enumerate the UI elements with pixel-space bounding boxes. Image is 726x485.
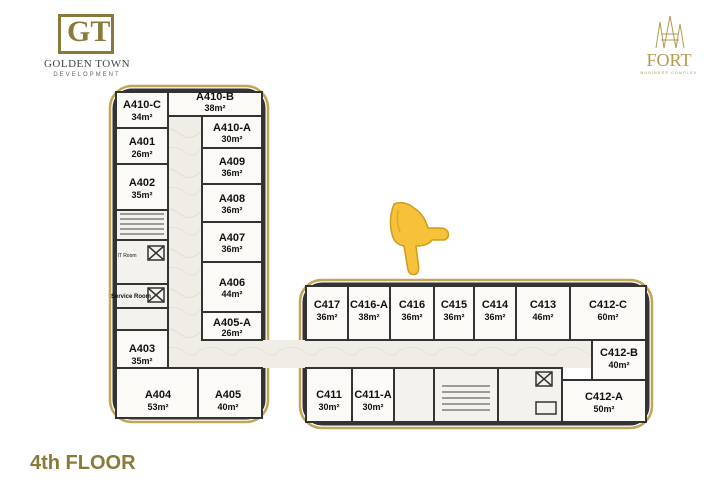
room-area: 34m² [131, 112, 152, 122]
pointing-hand-icon [389, 201, 450, 276]
room-area: 40m² [217, 402, 238, 412]
room-area: 53m² [147, 402, 168, 412]
room-id: A410-A [213, 122, 251, 134]
room-area: 35m² [131, 190, 152, 200]
room-id: A405-A [213, 317, 251, 329]
floor-label: 4th FLOOR [30, 452, 136, 474]
room-area: 36m² [221, 205, 242, 215]
room-area: 30m² [318, 402, 339, 412]
room-area: 35m² [131, 356, 152, 366]
room-area: 36m² [443, 312, 464, 322]
it-room-label: IT Room [117, 253, 136, 259]
room-id: A405 [215, 389, 241, 401]
room-area: 50m² [593, 404, 614, 414]
fort-skyline-icon [655, 15, 685, 49]
room-id: C412-B [600, 347, 638, 359]
project-name: FORT [646, 50, 692, 70]
room-area: 36m² [401, 312, 422, 322]
room-area: 26m² [221, 328, 242, 338]
room-area: 44m² [221, 289, 242, 299]
room-id: A408 [219, 193, 245, 205]
gt-mark: GT [58, 14, 114, 54]
corridor [168, 116, 602, 368]
room-id: A404 [145, 389, 172, 401]
gt-letters: GT [67, 15, 111, 48]
room-id: C417 [314, 299, 340, 311]
room-walls [115, 91, 647, 423]
room-id: A410-B [196, 91, 234, 103]
developer-name: GOLDEN TOWN [43, 58, 131, 70]
room-labels: A410-C 34m² A410-B 38m² A410-A 30m² A401… [123, 91, 638, 414]
room-id: A406 [219, 277, 245, 289]
golden-town-logo: GT GOLDEN TOWN DEVELOPMENT [42, 14, 132, 84]
room-id: A410-C [123, 99, 161, 111]
stairs [120, 213, 490, 411]
the-fort-logo: FORT BUSINESS COMPLEX [636, 14, 702, 75]
room-area: 26m² [131, 149, 152, 159]
project-sub: BUSINESS COMPLEX [640, 70, 698, 75]
room-id: C416-A [350, 299, 388, 311]
room-area: 38m² [204, 103, 225, 113]
developer-sub: DEVELOPMENT [53, 72, 121, 78]
service-room-label: Service Room [111, 294, 151, 300]
room-id: C414 [482, 299, 509, 311]
room-id: A403 [129, 343, 155, 355]
room-id: C411 [316, 389, 342, 401]
room-area: 36m² [221, 168, 242, 178]
room-id: C412-A [585, 391, 623, 403]
room-area: 36m² [316, 312, 337, 322]
room-area: 36m² [221, 244, 242, 254]
room-area: 30m² [362, 402, 383, 412]
room-area: 30m² [221, 134, 242, 144]
room-area: 60m² [597, 312, 618, 322]
room-area: 38m² [358, 312, 379, 322]
room-id: C415 [441, 299, 467, 311]
room-id: C413 [530, 299, 556, 311]
room-id: A402 [129, 177, 155, 189]
room-id: C416 [399, 299, 425, 311]
lift-icons [147, 245, 557, 415]
room-id: C412-C [589, 299, 627, 311]
room-id: A401 [129, 136, 155, 148]
room-id: C411-A [354, 389, 391, 401]
room-area: 40m² [608, 360, 629, 370]
room-area: 36m² [484, 312, 505, 322]
room-id: A409 [219, 156, 245, 168]
room-area: 46m² [532, 312, 553, 322]
room-id: A407 [219, 232, 245, 244]
